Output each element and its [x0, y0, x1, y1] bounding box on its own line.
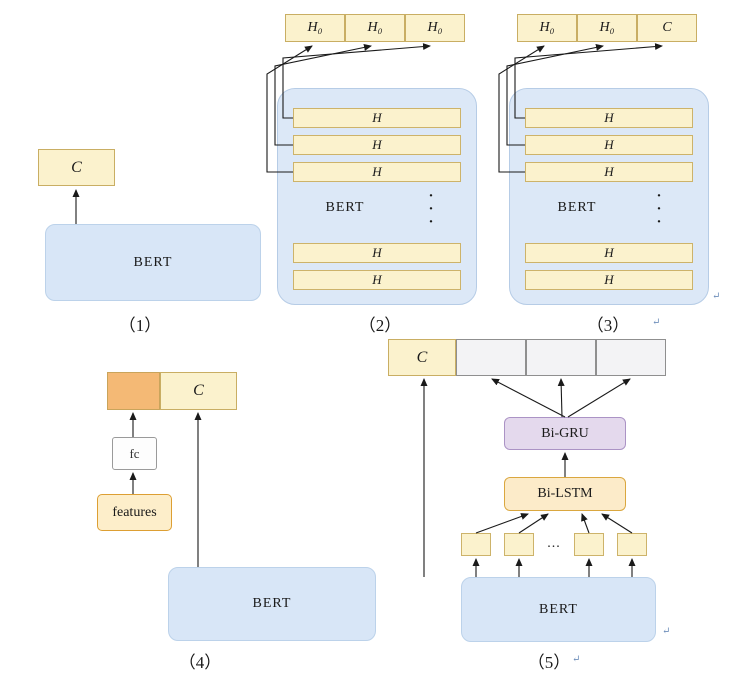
d5-token-box: [504, 533, 534, 556]
d5-output-cell: [526, 339, 596, 376]
d3-output-cell: H₀: [517, 14, 577, 42]
d3-output-cell: C: [637, 14, 697, 42]
d5-output-cell: [456, 339, 526, 376]
d3-caption: （3）: [586, 315, 630, 335]
d2-output-cell: H₀: [405, 14, 465, 42]
d3-vertical-dots: · · ·: [656, 188, 662, 230]
d4-caption: （4）: [178, 652, 222, 672]
d4-bert-box: BERT: [168, 567, 376, 641]
d5-bilstm-box: Bi-LSTM: [504, 477, 626, 511]
d2-caption: （2）: [358, 315, 402, 335]
d5-token-box: [461, 533, 491, 556]
d2-hidden-bar: H: [293, 162, 461, 182]
d4-fc-box: fc: [112, 437, 157, 470]
d3-bert-label: BERT: [557, 200, 597, 215]
d2-output-cell: H₀: [345, 14, 405, 42]
d1-bert-box: BERT: [45, 224, 261, 301]
d2-hidden-bar: H: [293, 135, 461, 155]
return-mark: ↵: [572, 654, 581, 665]
d4-c-box: C: [160, 372, 237, 410]
d1-c-box: C: [38, 149, 115, 186]
d2-hidden-bar: H: [293, 243, 461, 263]
d1-caption: （1）: [118, 315, 162, 335]
d2-vertical-dots: · · ·: [428, 188, 434, 230]
d3-hidden-bar: H: [525, 243, 693, 263]
d4-feature-slot-box: [107, 372, 160, 410]
d5-token-ellipsis: ...: [547, 536, 561, 551]
d3-output-cell: H₀: [577, 14, 637, 42]
d3-hidden-bar: H: [525, 108, 693, 128]
d4-features-box: features: [97, 494, 172, 531]
d5-bigru-box: Bi-GRU: [504, 417, 626, 450]
d5-token-box: [574, 533, 604, 556]
return-mark: ↵: [652, 317, 661, 328]
d2-hidden-bar: H: [293, 108, 461, 128]
d3-hidden-bar: H: [525, 162, 693, 182]
d5-arrow-bigru-to-cell1: [491, 378, 566, 418]
d5-caption: （5）: [527, 652, 571, 672]
d5-output-cell: [596, 339, 666, 376]
d5-bert-box: BERT: [461, 577, 656, 642]
d5-arrow-token1-to-bilstm: [475, 513, 529, 534]
return-mark: ↵: [712, 291, 721, 302]
d5-arrow-token2-to-bilstm: [518, 513, 549, 534]
d5-token-box: [617, 533, 647, 556]
d5-arrow-token4-to-bilstm: [601, 513, 633, 534]
d2-hidden-bar: H: [293, 270, 461, 290]
d5-arrow-bigru-to-cell2: [557, 378, 565, 418]
d2-bert-label: BERT: [325, 200, 365, 215]
d2-output-cell: H₀: [285, 14, 345, 42]
return-mark: ↵: [662, 626, 671, 637]
d5-arrow-token3-to-bilstm: [581, 513, 590, 534]
d5-c-box: C: [388, 339, 456, 376]
d5-arrow-bigru-to-cell3: [567, 378, 631, 418]
d3-hidden-bar: H: [525, 135, 693, 155]
d3-hidden-bar: H: [525, 270, 693, 290]
